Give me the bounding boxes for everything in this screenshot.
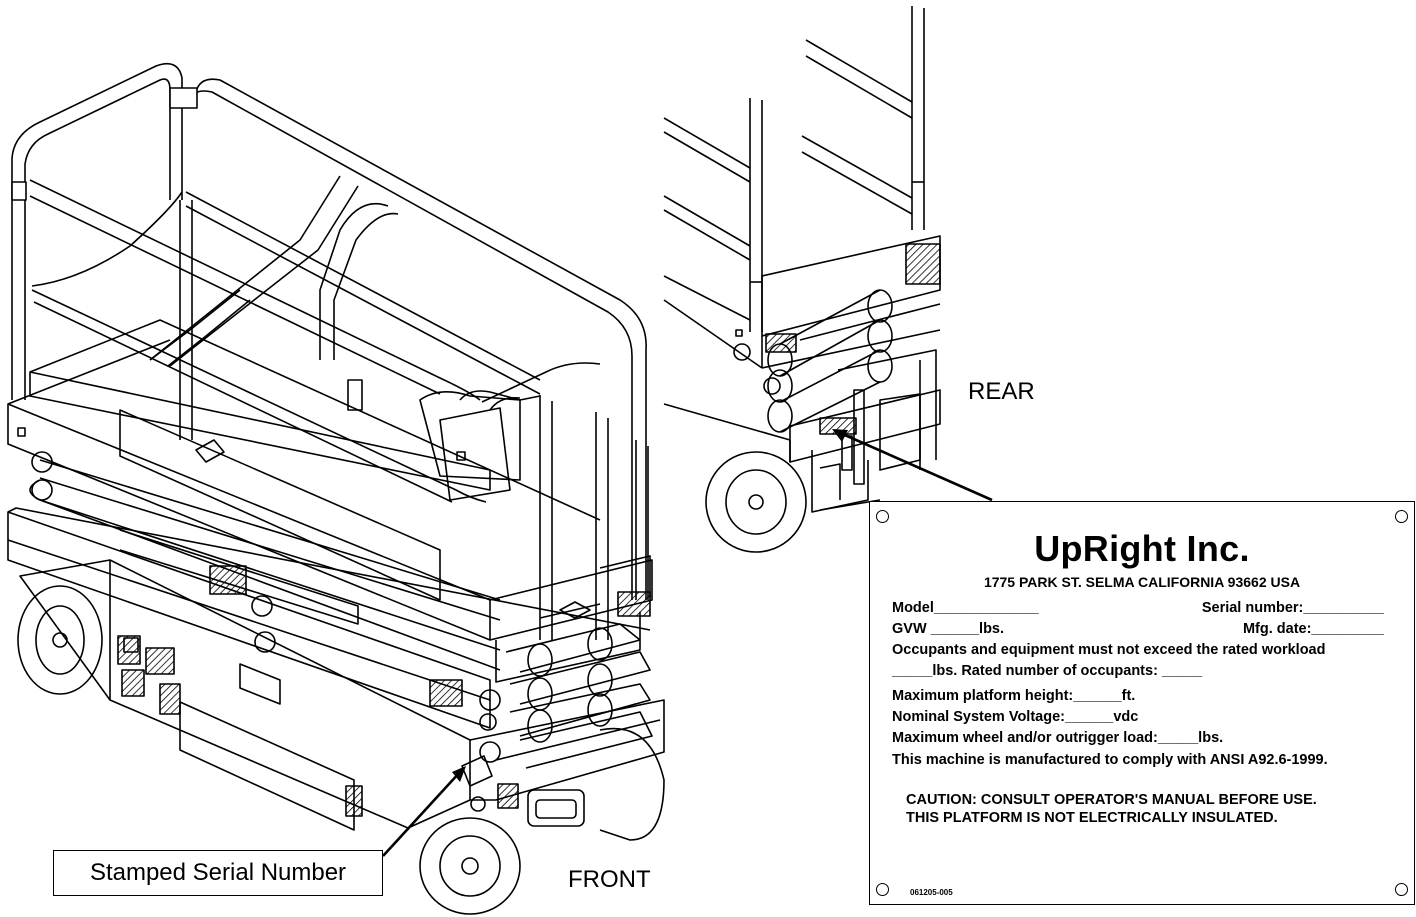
plate-mfg-date: Mfg. date:_________ — [1242, 621, 1384, 637]
stamped-serial-number-text: Stamped Serial Number — [89, 859, 347, 886]
rear-view-lift — [663, 6, 941, 553]
rear-pointer-line — [837, 430, 993, 502]
plate-address: 1775 PARK ST. SELMA CALIFORNIA 93662 USA — [983, 574, 1301, 590]
plate-part-code: 061205-005 — [910, 888, 953, 897]
plate-caution-line2: THIS PLATFORM IS NOT ELECTRICALLY INSULA… — [906, 810, 1278, 826]
front-pointer-head — [452, 766, 466, 782]
serial-number-plate: UpRight Inc. 1775 PARK ST. SELMA CALIFOR… — [869, 501, 1415, 905]
rear-pointer-head — [832, 429, 848, 442]
rear-label: REAR — [968, 378, 1035, 405]
mounting-hole-icon — [1395, 510, 1408, 523]
plate-caution-line1: CAUTION: CONSULT OPERATOR'S MANUAL BEFOR… — [906, 792, 1317, 808]
front-label: FRONT — [568, 866, 651, 893]
plate-serial-number: Serial number:__________ — [1201, 600, 1384, 616]
plate-gvw: GVW ______lbs. — [892, 621, 1005, 637]
plate-occupants-line1: Occupants and equipment must not exceed … — [892, 642, 1326, 658]
plate-occupants-line2: _____lbs. Rated number of occupants: ___… — [892, 663, 1203, 679]
plate-model: Model_____________ — [892, 600, 1039, 616]
plate-brand: UpRight Inc. — [1034, 528, 1250, 569]
plate-ansi: This machine is manufactured to comply w… — [892, 752, 1328, 768]
stamped-serial-number-callout: Stamped Serial Number — [53, 850, 383, 896]
plate-wheel-load: Maximum wheel and/or outrigger load:____… — [892, 730, 1224, 746]
plate-voltage: Nominal System Voltage:______vdc — [892, 709, 1139, 725]
mounting-hole-icon — [1395, 883, 1408, 896]
front-view-lift — [7, 62, 665, 915]
pointer-arrows — [382, 429, 993, 857]
mounting-hole-icon — [876, 883, 889, 896]
plate-max-height: Maximum platform height:______ft. — [892, 688, 1136, 704]
front-pointer-line — [382, 771, 461, 857]
mounting-hole-icon — [876, 510, 889, 523]
